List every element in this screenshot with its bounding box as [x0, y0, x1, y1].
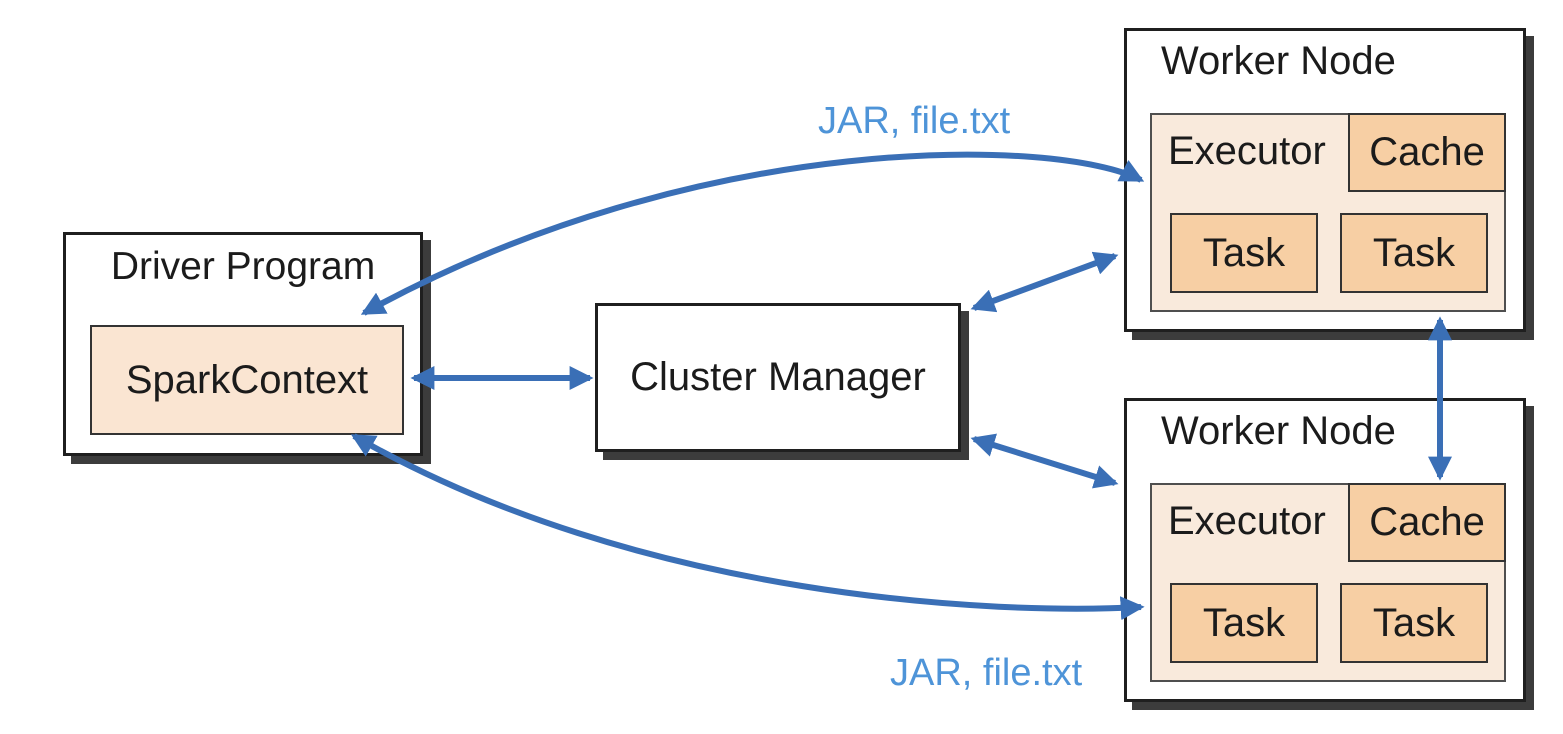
worker-node-top-title: Worker Node — [1161, 39, 1396, 83]
task-box: Task — [1340, 213, 1488, 293]
cluster-manager-title: Cluster Manager — [630, 355, 926, 399]
arrow-jar-transfer-bottom — [350, 433, 1145, 621]
cache-bottom-box: Cache — [1348, 483, 1506, 562]
task-label: Task — [1202, 230, 1286, 275]
jar-file-label-top: JAR, file.txt — [818, 100, 1011, 142]
arrow-clustermanager-workertop — [970, 251, 1119, 313]
worker-node-bottom-title: Worker Node — [1161, 409, 1396, 453]
driver-program-title: Driver Program — [110, 245, 376, 288]
task-box: Task — [1170, 583, 1318, 663]
driver-program-box: Driver Program SparkContext — [63, 232, 423, 456]
executor-top-box: Executor Cache Task Task — [1150, 113, 1506, 312]
task-label: Task — [1202, 600, 1286, 645]
executor-top-label: Executor — [1168, 129, 1326, 173]
task-box: Task — [1170, 213, 1318, 293]
cache-top-box: Cache — [1348, 113, 1506, 192]
executor-bottom-label: Executor — [1168, 499, 1326, 543]
arrow-jar-transfer-top — [360, 151, 1145, 316]
worker-node-top-box: Worker Node Executor Cache Task Task — [1124, 28, 1526, 332]
worker-node-bottom-box: Worker Node Executor Cache Task Task — [1124, 398, 1526, 702]
task-label: Task — [1372, 230, 1456, 275]
jar-file-label-bottom: JAR, file.txt — [890, 652, 1083, 694]
task-box: Task — [1340, 583, 1488, 663]
executor-bottom-box: Executor Cache Task Task — [1150, 483, 1506, 682]
arrow-clustermanager-workerbottom — [970, 433, 1119, 489]
cache-top-label: Cache — [1369, 130, 1485, 174]
spark-context-box: SparkContext — [90, 325, 404, 435]
task-label: Task — [1372, 600, 1456, 645]
cache-bottom-label: Cache — [1369, 500, 1485, 544]
spark-context-label: SparkContext — [125, 357, 369, 402]
cluster-manager-box: Cluster Manager — [595, 303, 961, 452]
